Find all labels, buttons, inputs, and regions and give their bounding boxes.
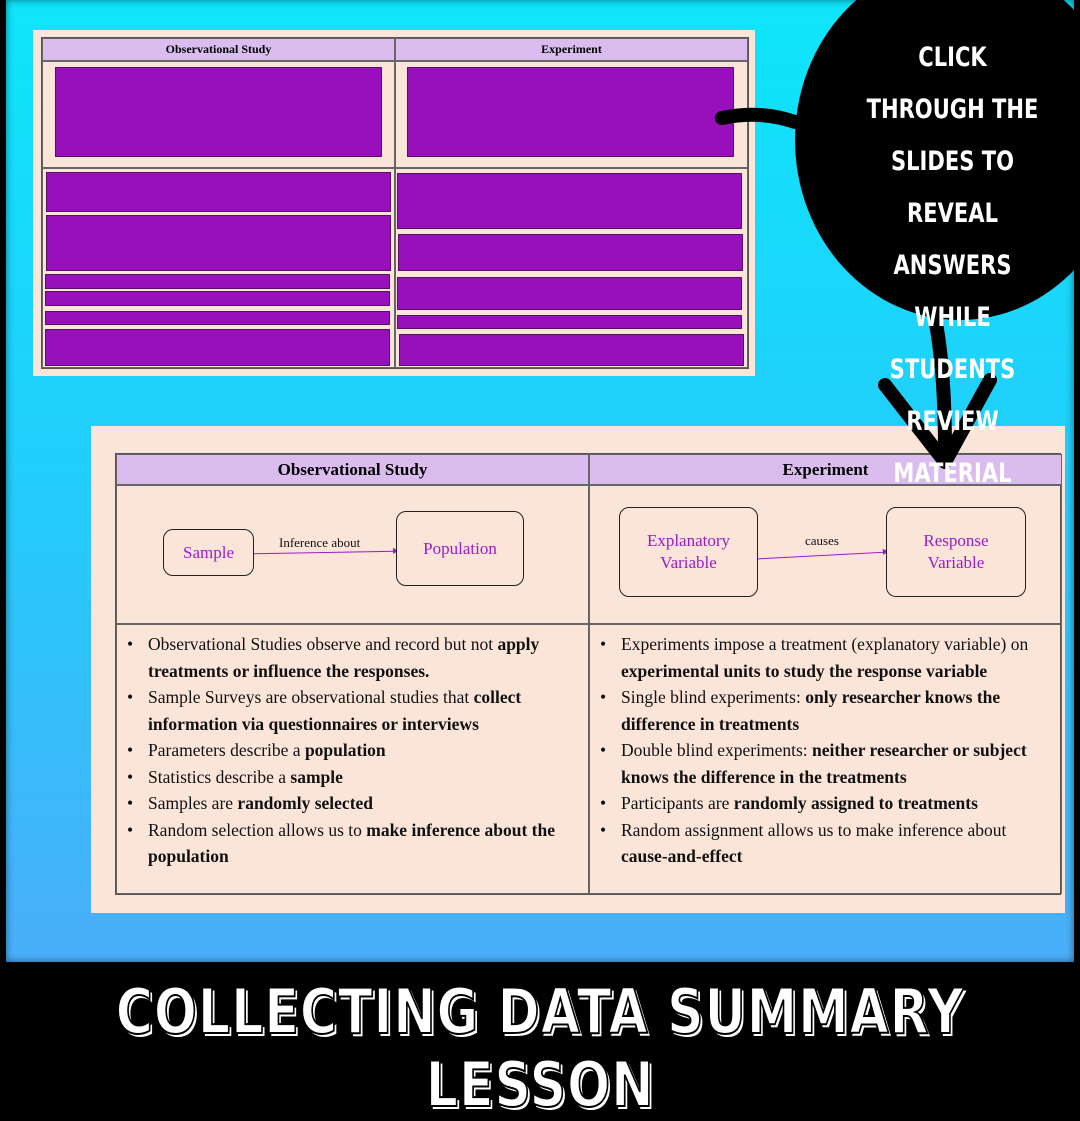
answer-cover[interactable] — [45, 291, 390, 306]
bullet-emphasis: collect information via questionnaires o… — [148, 687, 522, 734]
bullet-item: Observational Studies observe and record… — [125, 631, 580, 684]
answer-cover[interactable] — [45, 274, 390, 289]
bullet-emphasis: make inference about the population — [148, 819, 555, 867]
answer-cover[interactable] — [399, 334, 744, 366]
bullet-item: Participants are randomly assigned to tr… — [598, 790, 1053, 817]
node-explanatory-variable: Explanatory Variable — [619, 507, 758, 597]
bullet-text: Random assignment allows us to make infe… — [621, 819, 1007, 840]
answer-cover[interactable] — [398, 234, 743, 271]
bullet-item: Double blind experiments: neither resear… — [598, 737, 1053, 790]
bullet-emphasis: only researcher knows the difference in … — [621, 687, 1001, 734]
answer-cover[interactable] — [407, 67, 734, 157]
answer-cover[interactable] — [397, 315, 742, 329]
bullet-item: Single blind experiments: only researche… — [598, 684, 1053, 737]
bullets-cell-right — [395, 168, 748, 368]
bullet-text: Experiments impose a treatment (explanat… — [621, 634, 1029, 654]
diagram-cell-left — [42, 61, 395, 168]
answer-cover[interactable] — [397, 277, 742, 310]
bullet-text: Statistics describe a — [148, 766, 291, 787]
observational-diagram: Sample Inference about Population — [116, 485, 589, 624]
bullet-text: Random selection allows us to — [148, 819, 367, 840]
bullet-item: Parameters describe a population — [125, 737, 580, 764]
callout-line: ANSWERS WHILE — [893, 250, 1012, 333]
callout-line: MATERIAL — [893, 458, 1012, 489]
bullet-text: Sample Surveys are observational studies… — [148, 687, 474, 707]
bullet-text: Samples are — [148, 793, 238, 813]
bullet-text: Observational Studies observe and record… — [148, 634, 498, 654]
answer-cover[interactable] — [55, 67, 382, 157]
bullet-emphasis: cause-and-effect — [621, 846, 743, 866]
bullet-item: Random selection allows us to make infer… — [125, 817, 580, 870]
answer-cover[interactable] — [45, 311, 390, 325]
answer-cover[interactable] — [46, 172, 391, 212]
node-text: Variable — [927, 553, 985, 572]
node-text: Variable — [660, 553, 717, 572]
edge-label: Inference about — [279, 535, 361, 550]
node-text: Explanatory — [646, 531, 731, 550]
diagram-cell-right — [395, 61, 748, 168]
node-response-variable: Response Variable — [886, 507, 1026, 597]
summary-table: Observational Study Experiment Sample In… — [115, 453, 1062, 895]
bullet-item: Random assignment allows us to make infe… — [598, 817, 1053, 870]
bullet-emphasis: apply treatments or influence the respon… — [148, 634, 540, 681]
callout-circle — [795, 0, 1080, 320]
callout-line: CLICK THROUGH THE — [866, 42, 1039, 125]
bullet-text: Parameters describe a — [148, 740, 305, 760]
header-observational-study: Observational Study — [116, 454, 589, 485]
summary-table-hidden: Observational Study Experiment — [41, 37, 749, 369]
banner-title: COLLECTING DATA SUMMARY LESSON — [115, 974, 965, 1121]
observational-bullets: Observational Studies observe and record… — [116, 624, 589, 894]
node-sample: Sample — [163, 529, 254, 576]
experiment-diagram: Explanatory Variable causes Response Var… — [589, 485, 1062, 624]
header-observational-study: Observational Study — [42, 38, 395, 61]
experiment-bullets: Experiments impose a treatment (explanat… — [589, 624, 1062, 894]
bullet-text: Single blind experiments: — [621, 687, 806, 707]
bullets-cell-left — [42, 168, 395, 368]
edge-arrow — [758, 551, 887, 560]
slide-preview-hidden-answers: Observational Study Experiment — [33, 30, 755, 376]
callout-line: SLIDES TO REVEAL — [890, 146, 1015, 229]
bullet-item: Experiments impose a treatment (explanat… — [598, 631, 1053, 684]
bullet-item: Sample Surveys are observational studies… — [125, 684, 580, 737]
callout-line: STUDENTS REVIEW — [889, 354, 1016, 437]
answer-cover[interactable] — [46, 215, 391, 271]
bullet-item: Samples are randomly selected — [125, 790, 580, 817]
callout-text: CLICK THROUGH THE SLIDES TO REVEAL ANSWE… — [861, 32, 1044, 500]
bullet-emphasis: population — [304, 740, 386, 760]
bullet-emphasis: randomly assigned to treatments — [733, 793, 978, 813]
bullet-emphasis: sample — [290, 766, 343, 787]
header-experiment: Experiment — [395, 38, 748, 61]
slide-answers-revealed: Observational Study Experiment Sample In… — [91, 426, 1065, 913]
edge-label: causes — [805, 533, 839, 548]
bullet-text: Participants are — [621, 793, 734, 813]
bullet-emphasis: experimental units to study the response… — [621, 660, 988, 681]
bullet-emphasis: randomly selected — [237, 793, 374, 813]
node-population: Population — [396, 511, 524, 586]
bullet-emphasis: neither researcher or subject knows the … — [621, 740, 1027, 787]
bullet-item: Statistics describe a sample — [125, 764, 580, 791]
bullet-text: Double blind experiments: — [621, 740, 813, 760]
node-text: Response — [923, 531, 989, 550]
edge-arrow — [254, 550, 397, 555]
answer-cover[interactable] — [45, 329, 390, 366]
answer-cover[interactable] — [397, 173, 742, 229]
